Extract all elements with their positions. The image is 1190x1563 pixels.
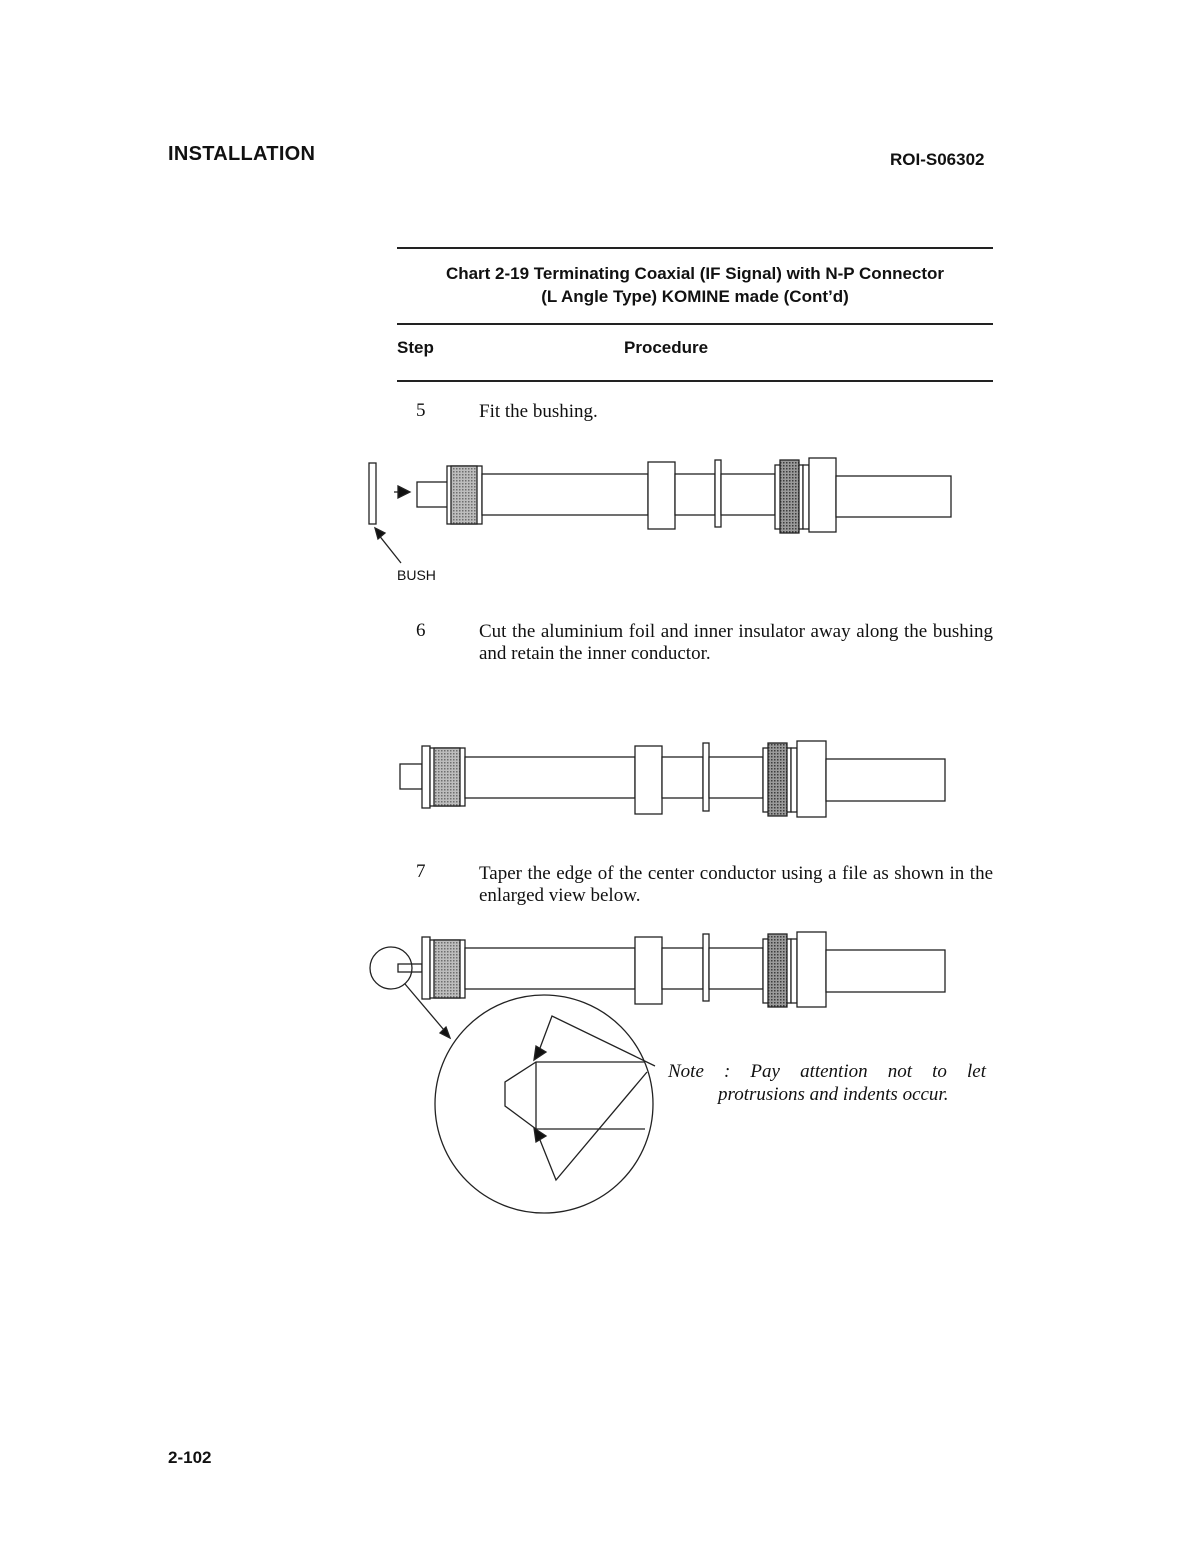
gasket-ring: [790, 938, 798, 1004]
gasket-ring: [790, 747, 798, 813]
column-header-step: Step: [397, 338, 434, 357]
section-title: INSTALLATION: [168, 143, 316, 165]
washer: [714, 459, 722, 528]
cable-tail: [835, 475, 952, 518]
chart-title-line2: (L Angle Type) KOMINE made (Cont’d): [541, 287, 849, 306]
bushing-part: [421, 936, 431, 1000]
file-arrow-upper: [533, 1044, 548, 1062]
bush-pointer-line: [377, 533, 402, 564]
note-line1: Note : Pay attention not to let: [668, 1061, 986, 1082]
gasket-rubber: [767, 933, 788, 1008]
cable-segment: [661, 947, 704, 990]
tapered-tip-outline: [504, 1061, 645, 1130]
gasket-rubber: [779, 459, 800, 534]
step-number: 6: [416, 620, 426, 641]
bushing-arrow-head: [397, 484, 412, 500]
shielding-braid: [450, 465, 478, 525]
note-text: Note : Pay attention not to let protrusi…: [668, 1060, 986, 1106]
gasket-ring: [802, 464, 810, 530]
step-number: 7: [416, 861, 426, 882]
cable-tail: [825, 758, 946, 802]
bush-pointer-head: [373, 526, 387, 541]
connector-body: [808, 457, 837, 533]
file-guide-lower: [539, 1071, 648, 1182]
cable-segment: [708, 947, 764, 990]
bushing-part: [368, 462, 377, 525]
bush-label: BUSH: [397, 567, 436, 583]
washer: [702, 933, 710, 1002]
cable-tail: [825, 949, 946, 993]
cable-segment: [674, 473, 716, 516]
cable-body: [464, 756, 636, 799]
cable-body: [481, 473, 649, 516]
clamp-nut: [634, 745, 663, 815]
gasket-rubber: [767, 742, 788, 817]
connector-body: [796, 740, 827, 818]
chart-title-line1: Chart 2-19 Terminating Coaxial (IF Signa…: [445, 264, 945, 283]
detail-circle: [369, 946, 413, 990]
step-number: 5: [416, 400, 426, 421]
cable-segment: [661, 756, 704, 799]
clamp-nut: [634, 936, 663, 1005]
cable-body: [464, 947, 636, 990]
inner-conductor: [399, 763, 423, 790]
enlarge-pointer-head: [438, 1025, 452, 1040]
inner-conductor: [416, 481, 450, 508]
tapered-conductor: [397, 963, 423, 973]
document-number: ROI-S06302: [890, 150, 985, 169]
shielding-braid: [433, 747, 461, 807]
file-guide-upper: [539, 1015, 656, 1067]
bushing-part: [421, 745, 431, 809]
header-rule: [397, 380, 993, 382]
cable-segment: [720, 473, 776, 516]
connector-body: [796, 931, 827, 1008]
step-text: Cut the aluminium foil and inner insulat…: [479, 621, 993, 664]
step6-connector-diagram: [399, 740, 946, 818]
shielding-braid: [433, 939, 461, 999]
enlarge-pointer-line: [404, 983, 445, 1031]
washer: [702, 742, 710, 812]
step5-connector-diagram: [368, 457, 952, 564]
title-rule: [397, 323, 993, 325]
cable-segment: [708, 756, 764, 799]
chart-title: Chart 2-19 Terminating Coaxial (IF Signa…: [397, 262, 993, 308]
enlarged-view-circle: [434, 994, 654, 1214]
step-text: Taper the edge of the center conductor u…: [479, 863, 993, 906]
note-line2: protrusions and indents occur.: [718, 1084, 949, 1105]
clamp-nut: [647, 461, 676, 530]
file-arrow-lower: [533, 1126, 548, 1144]
step-text: Fit the bushing.: [479, 401, 598, 422]
page-number: 2-102: [168, 1448, 212, 1467]
step7-connector-diagram: [369, 931, 946, 1214]
column-header-procedure: Procedure: [624, 338, 709, 357]
top-rule: [397, 247, 993, 249]
